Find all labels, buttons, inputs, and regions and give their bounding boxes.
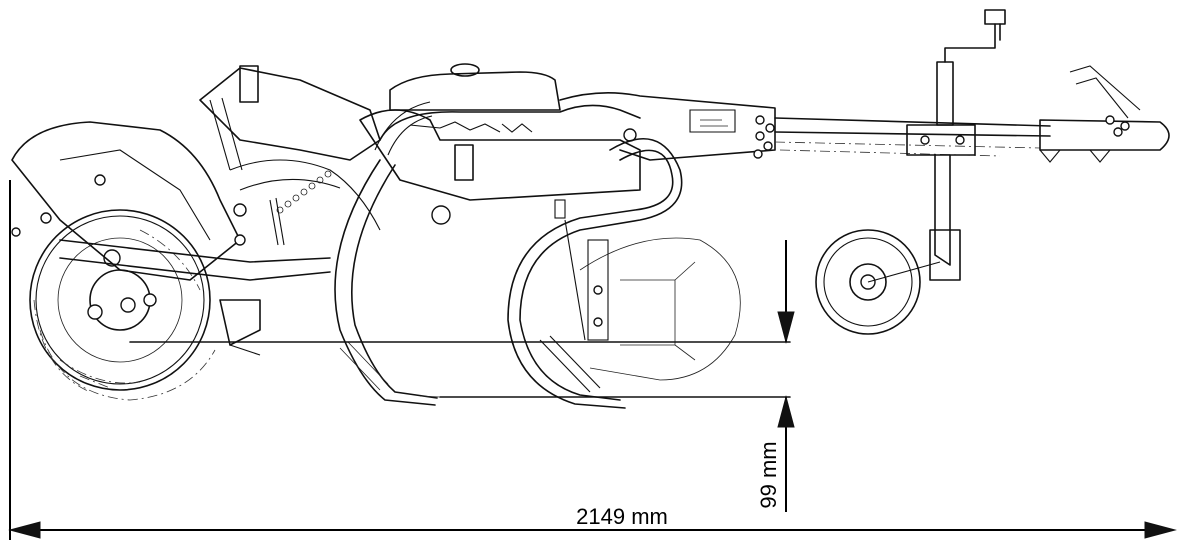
hitch-coupling — [1039, 65, 1170, 163]
machine-side-view — [11, 9, 1170, 409]
overall-length-arrow-right — [1144, 521, 1177, 539]
overall-length-arrow-left — [8, 521, 41, 539]
overall-length-label: 2149 mm — [576, 504, 668, 529]
rear-frame-plate — [11, 121, 331, 281]
drawbar-beam — [559, 92, 1051, 161]
leveller-arc — [579, 237, 741, 381]
cultivator-tines — [334, 101, 683, 409]
working-depth-arrow-up — [777, 395, 795, 428]
working-depth-arrow-down — [777, 311, 795, 344]
jockey-wheel-assembly — [815, 9, 1006, 335]
main-frame-hopper — [359, 63, 641, 225]
working-depth-label: 99 mm — [756, 441, 781, 508]
dimension-annotations: 2149 mm 99 mm — [8, 180, 1177, 540]
rear-roller-wheel — [11, 174, 216, 401]
rear-linkage — [199, 65, 381, 356]
